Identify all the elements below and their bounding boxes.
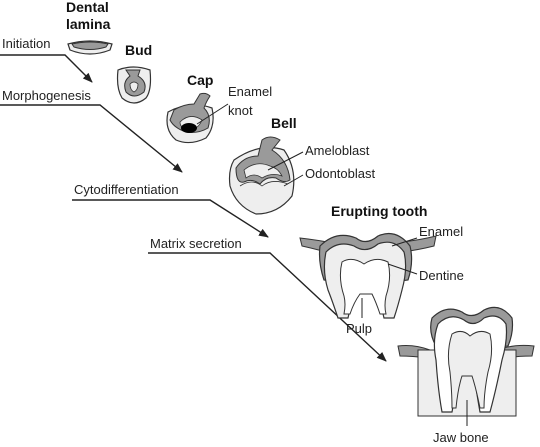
- enamel-knot-label-line1: Enamel: [228, 84, 272, 99]
- bud-illustration: [116, 66, 152, 104]
- erupting-tooth-label: Erupting tooth: [331, 203, 427, 219]
- dental-lamina-label-line1: Dental: [66, 0, 109, 15]
- enamel-label: Enamel: [419, 224, 463, 239]
- pulp-label: Pulp: [346, 321, 372, 336]
- matrix-secretion-label: Matrix secretion: [150, 236, 242, 251]
- mature-tooth-illustration: [397, 306, 535, 417]
- enamel-knot-shape: [181, 123, 197, 133]
- initiation-arrow: [0, 54, 93, 83]
- cap-illustration: [166, 92, 214, 144]
- cap-label: Cap: [187, 72, 213, 88]
- ameloblast-label: Ameloblast: [305, 143, 370, 158]
- odontoblast-label: Odontoblast: [305, 166, 375, 181]
- cytodifferentiation-arrow: [72, 199, 269, 238]
- initiation-label: Initiation: [2, 36, 50, 51]
- erupting-tooth-illustration: [299, 233, 437, 319]
- cytodifferentiation-label: Cytodifferentiation: [74, 182, 179, 197]
- process-arrows: [0, 54, 387, 362]
- morphogenesis-label: Morphogenesis: [2, 88, 91, 103]
- bell-illustration: [228, 136, 295, 215]
- morphogenesis-arrow: [0, 104, 183, 173]
- enamel-knot-label-line2: knot: [228, 103, 253, 118]
- dental-lamina-illustration: [67, 40, 113, 55]
- bell-label: Bell: [271, 115, 297, 131]
- matrix-secretion-arrow: [148, 252, 387, 362]
- dentine-label: Dentine: [419, 268, 464, 283]
- bud-label: Bud: [125, 42, 152, 58]
- jaw-bone-label: Jaw bone: [433, 430, 489, 445]
- dental-lamina-label-line2: lamina: [66, 16, 111, 32]
